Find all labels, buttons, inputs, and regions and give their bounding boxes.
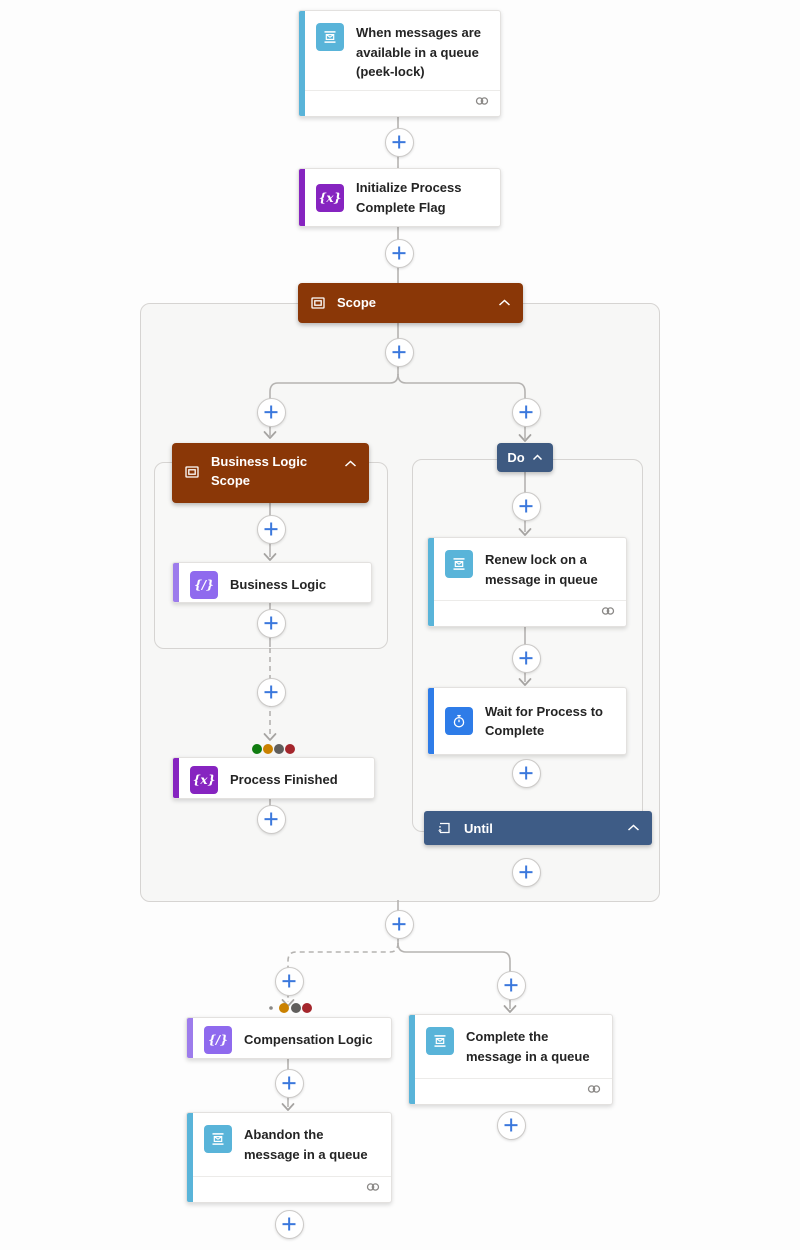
action-card-compensation-logic[interactable]: {/} Compensation Logic [186, 1017, 392, 1059]
action-card-renew-lock[interactable]: Renew lock on a message in queue [427, 537, 627, 627]
add-action-button[interactable] [384, 909, 414, 939]
add-action-button[interactable] [256, 804, 286, 834]
arrowhead [281, 999, 295, 1007]
arrowhead [503, 1005, 517, 1013]
add-action-button[interactable] [384, 337, 414, 367]
service-bus-icon [204, 1125, 232, 1153]
add-action-button[interactable] [256, 514, 286, 544]
trigger-card-when-messages-available[interactable]: When messages are available in a queue (… [298, 10, 501, 117]
delay-clock-icon [445, 707, 473, 735]
chevron-up-icon[interactable] [498, 299, 511, 307]
add-action-button[interactable] [496, 970, 526, 1000]
business-logic-scope-header[interactable]: Business Logic Scope [172, 443, 369, 503]
arrowhead [281, 1103, 295, 1111]
accent-bar [299, 11, 305, 116]
until-title: Until [464, 820, 493, 836]
accent-bar [428, 538, 434, 626]
add-action-button[interactable] [496, 1110, 526, 1140]
service-bus-icon [445, 550, 473, 578]
variable-icon: {x} [316, 183, 344, 212]
scope-header[interactable]: Scope [298, 283, 523, 323]
add-action-button[interactable] [511, 397, 541, 427]
connection-link-icon[interactable] [365, 1179, 381, 1200]
accent-bar [173, 758, 179, 798]
do-label: Do [507, 450, 525, 465]
action-title: Wait for Process to Complete [485, 703, 603, 739]
connection-link-icon[interactable] [474, 93, 490, 114]
scope-icon [184, 464, 200, 480]
accent-bar [173, 563, 179, 602]
action-title: Process Finished [230, 772, 338, 788]
service-bus-icon [316, 23, 344, 51]
action-card-initialize-flag[interactable]: {x} Initialize Process Complete Flag [298, 168, 501, 227]
scope-icon [310, 295, 326, 311]
connector-line [397, 942, 511, 1009]
add-action-button[interactable] [256, 397, 286, 427]
accent-bar [409, 1015, 415, 1104]
action-card-complete-message[interactable]: Complete the message in a queue [408, 1014, 613, 1105]
variable-icon: {x} [190, 766, 218, 794]
action-card-wait-for-process[interactable]: Wait for Process to Complete [427, 687, 627, 755]
accent-bar [187, 1018, 193, 1058]
add-action-button[interactable] [511, 643, 541, 673]
action-card-abandon-message[interactable]: Abandon the message in a queue [186, 1112, 392, 1203]
action-title: Business Logic [230, 577, 327, 593]
add-action-button[interactable] [511, 857, 541, 887]
add-action-button[interactable] [256, 677, 286, 707]
add-action-button[interactable] [274, 966, 304, 996]
service-bus-icon [426, 1027, 454, 1055]
action-card-business-logic[interactable]: {/} Business Logic [172, 562, 372, 603]
until-loop-header[interactable]: Until [424, 811, 652, 845]
action-title: Initialize Process Complete Flag [356, 180, 462, 215]
inline-code-icon: {/} [190, 571, 218, 599]
connector-line-dashed [287, 942, 399, 1002]
action-card-process-finished[interactable]: {x} Process Finished [172, 757, 375, 799]
add-action-button[interactable] [274, 1068, 304, 1098]
chevron-up-icon[interactable] [344, 460, 357, 468]
trigger-title: When messages are available in a queue (… [356, 25, 482, 79]
scope-title: Scope [337, 294, 377, 310]
connection-link-icon[interactable] [586, 1081, 602, 1102]
add-action-button[interactable] [511, 491, 541, 521]
add-action-button[interactable] [256, 608, 286, 638]
add-action-button[interactable] [511, 758, 541, 788]
connection-link-icon[interactable] [600, 603, 616, 624]
do-loop-badge[interactable]: Do [497, 443, 553, 472]
accent-bar [299, 169, 305, 226]
business-logic-scope-title: Business Logic Scope [211, 454, 308, 488]
action-title: Complete the message in a queue [466, 1029, 590, 1064]
add-action-button[interactable] [274, 1209, 304, 1239]
add-action-button[interactable] [384, 127, 414, 157]
until-loop-icon [436, 820, 452, 836]
action-title: Abandon the message in a queue [244, 1127, 368, 1162]
accent-bar [187, 1113, 193, 1202]
chevron-up-icon[interactable] [627, 824, 640, 832]
add-action-button[interactable] [384, 238, 414, 268]
inline-code-icon: {/} [204, 1026, 232, 1054]
accent-bar [428, 688, 434, 754]
chevron-up-icon[interactable] [532, 454, 543, 461]
action-title: Compensation Logic [244, 1032, 373, 1048]
action-title: Renew lock on a message in queue [485, 552, 598, 587]
